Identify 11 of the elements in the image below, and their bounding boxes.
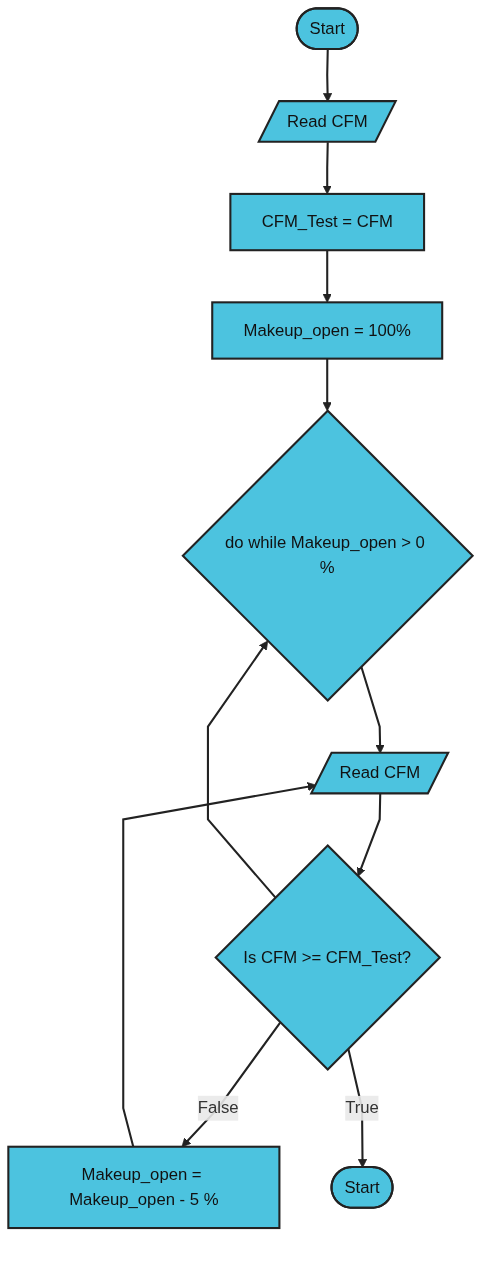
arrow [322,358,332,412]
node-diamond: do while Makeup_open > 0 % [181,409,475,703]
node-box: CFM_Test = CFM [229,192,426,252]
node-diamond: Is CFM >= CFM_Test? [214,844,442,1072]
arrow [206,640,277,899]
edge-label: False [197,1098,239,1117]
arrow [356,793,382,877]
node-box: Makeup_open = Makeup_open - 5 % [7,1145,281,1230]
arrow [322,250,332,303]
edge-label: True [345,1098,379,1117]
node-box: Makeup_open = 100% [211,301,444,360]
